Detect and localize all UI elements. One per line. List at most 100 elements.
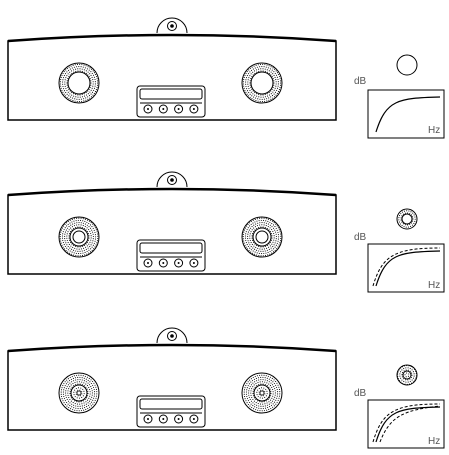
speaker-driver-right-dot — [264, 377, 266, 379]
speaker-driver-left-dot — [71, 253, 73, 255]
speaker-driver-left-dot — [89, 230, 91, 232]
eq-indicator-dot — [406, 365, 408, 367]
speaker-driver-left-dot — [95, 74, 97, 76]
speaker-driver-right-dot — [250, 249, 252, 251]
speaker-driver-right-dot — [252, 382, 254, 384]
speaker-driver-right-dot — [247, 400, 249, 402]
speaker-driver-right-dot — [252, 247, 254, 249]
speaker-driver-left-dot — [89, 388, 91, 391]
speaker-driver-right-dot — [263, 248, 265, 250]
speaker-driver-right-dot — [252, 398, 254, 401]
speaker-driver-left-dot — [88, 76, 90, 78]
speaker-driver-right-dot — [246, 402, 248, 404]
speaker-driver-left-dot — [87, 98, 89, 100]
speaker-driver-right-dot — [243, 389, 246, 391]
speaker-driver-right-dot — [251, 396, 253, 399]
speaker-driver-right-dot — [256, 375, 258, 377]
speaker-driver-right-dot — [248, 92, 250, 94]
speaker-driver-left-dot — [91, 87, 93, 89]
button-panel-button — [189, 414, 199, 424]
speaker-driver-right-dot — [258, 227, 260, 229]
speaker-driver-right-dot — [260, 96, 262, 98]
speaker-driver-right-dot — [251, 95, 253, 97]
button-panel-button-dot — [177, 108, 180, 110]
speaker-driver-left-dot — [79, 63, 81, 65]
speaker-driver-right-dot — [264, 405, 266, 407]
speaker-cabinet-2 — [7, 171, 337, 275]
speaker-driver-left-dot — [64, 233, 66, 235]
speaker-driver-right-dot — [245, 393, 247, 395]
speaker-driver-left-dot — [90, 398, 92, 400]
speaker-driver-left-dot — [75, 68, 77, 70]
speaker-driver-right-dot — [270, 390, 272, 392]
speaker-driver-right-dot — [275, 403, 277, 405]
speaker-driver-right-dot — [255, 223, 257, 225]
speaker-driver-right-dot — [273, 80, 275, 82]
speaker-driver-left-dot — [85, 229, 87, 231]
speaker-driver-right-dot — [277, 238, 280, 240]
eq-indicator-dot — [399, 223, 402, 225]
speaker-driver-left-dot — [86, 224, 88, 226]
speaker-driver-right-dot — [272, 381, 274, 383]
speaker-driver-right-dot — [266, 93, 268, 95]
speaker-driver-left-dot — [73, 380, 75, 382]
speaker-cabinet-3 — [7, 327, 337, 431]
speaker-driver-left-dot — [74, 222, 76, 224]
speaker-driver-right-dot — [266, 69, 268, 71]
speaker-driver-right-dot — [271, 252, 273, 254]
eq-indicator-dot — [409, 368, 411, 370]
eq-indicator-dot — [406, 210, 408, 212]
speaker-driver-right-dot — [268, 383, 270, 385]
speaker-driver-left-dot — [79, 94, 81, 96]
speaker-driver-left-dot — [86, 397, 88, 399]
speaker-driver-right-dot — [257, 98, 259, 100]
eq-indicator-dot — [408, 210, 410, 212]
speaker-driver-right-dot — [252, 71, 254, 73]
speaker-driver-left-dot — [84, 407, 86, 409]
speaker-driver-right-dot — [268, 97, 270, 99]
speaker-driver-left-dot — [63, 389, 65, 391]
speaker-driver-right-dot — [267, 225, 269, 228]
speaker-driver-left-dot — [85, 99, 87, 101]
speaker-driver-right-dot — [270, 382, 272, 384]
speaker-driver-right-dot — [267, 399, 269, 401]
speaker-driver-left-dot — [81, 245, 83, 247]
speaker-driver-left-inner-dot — [82, 395, 84, 397]
speaker-driver-right-dot — [252, 93, 254, 95]
speaker-driver-right-dot — [258, 70, 260, 72]
speaker-driver-right-dot — [244, 235, 246, 237]
speaker-driver-right-inner-dot — [258, 391, 260, 393]
speaker-driver-right-dot — [276, 386, 278, 388]
speaker-driver-right-dot — [279, 240, 281, 242]
speaker-driver-right-dot — [255, 69, 258, 71]
speaker-driver-left-dot — [73, 254, 75, 256]
speaker-driver-right-dot — [244, 237, 246, 239]
speaker-driver-left-dot — [73, 385, 75, 387]
speaker-driver-left-dot — [79, 255, 81, 257]
button-panel-display — [139, 88, 203, 100]
speaker-driver-left-dot — [86, 245, 88, 247]
speaker-driver-left-dot — [61, 237, 63, 239]
speaker-driver-left-dot — [84, 218, 86, 220]
eq-indicator-dot — [398, 217, 400, 219]
speaker-driver-left-dot — [89, 91, 91, 93]
eq-indicator-core — [401, 213, 413, 225]
speaker-driver-right-dot — [258, 245, 260, 247]
speaker-driver-left-dot — [66, 247, 68, 249]
speaker-driver-right-dot — [267, 218, 269, 220]
speaker-driver-left-dot — [67, 400, 69, 402]
speaker-driver-right-dot — [253, 408, 255, 410]
speaker-driver-left-dot — [86, 388, 88, 390]
speaker-driver-right-dot — [254, 229, 256, 231]
speaker-driver-right-dot — [273, 74, 275, 77]
speaker-driver-right-dot — [249, 235, 251, 237]
speaker-driver-right-dot — [257, 381, 259, 384]
speaker-driver-left-dot — [83, 93, 85, 95]
speaker-driver-right-dot — [264, 94, 266, 96]
button-panel-button-dot — [147, 262, 149, 264]
eq-indicator-dot — [415, 377, 417, 379]
speaker-driver-right-dot — [276, 87, 279, 89]
speaker-driver-right-dot — [273, 84, 275, 86]
speaker-driver-right-dot — [271, 226, 273, 228]
speaker-driver-left-dot — [62, 385, 64, 387]
